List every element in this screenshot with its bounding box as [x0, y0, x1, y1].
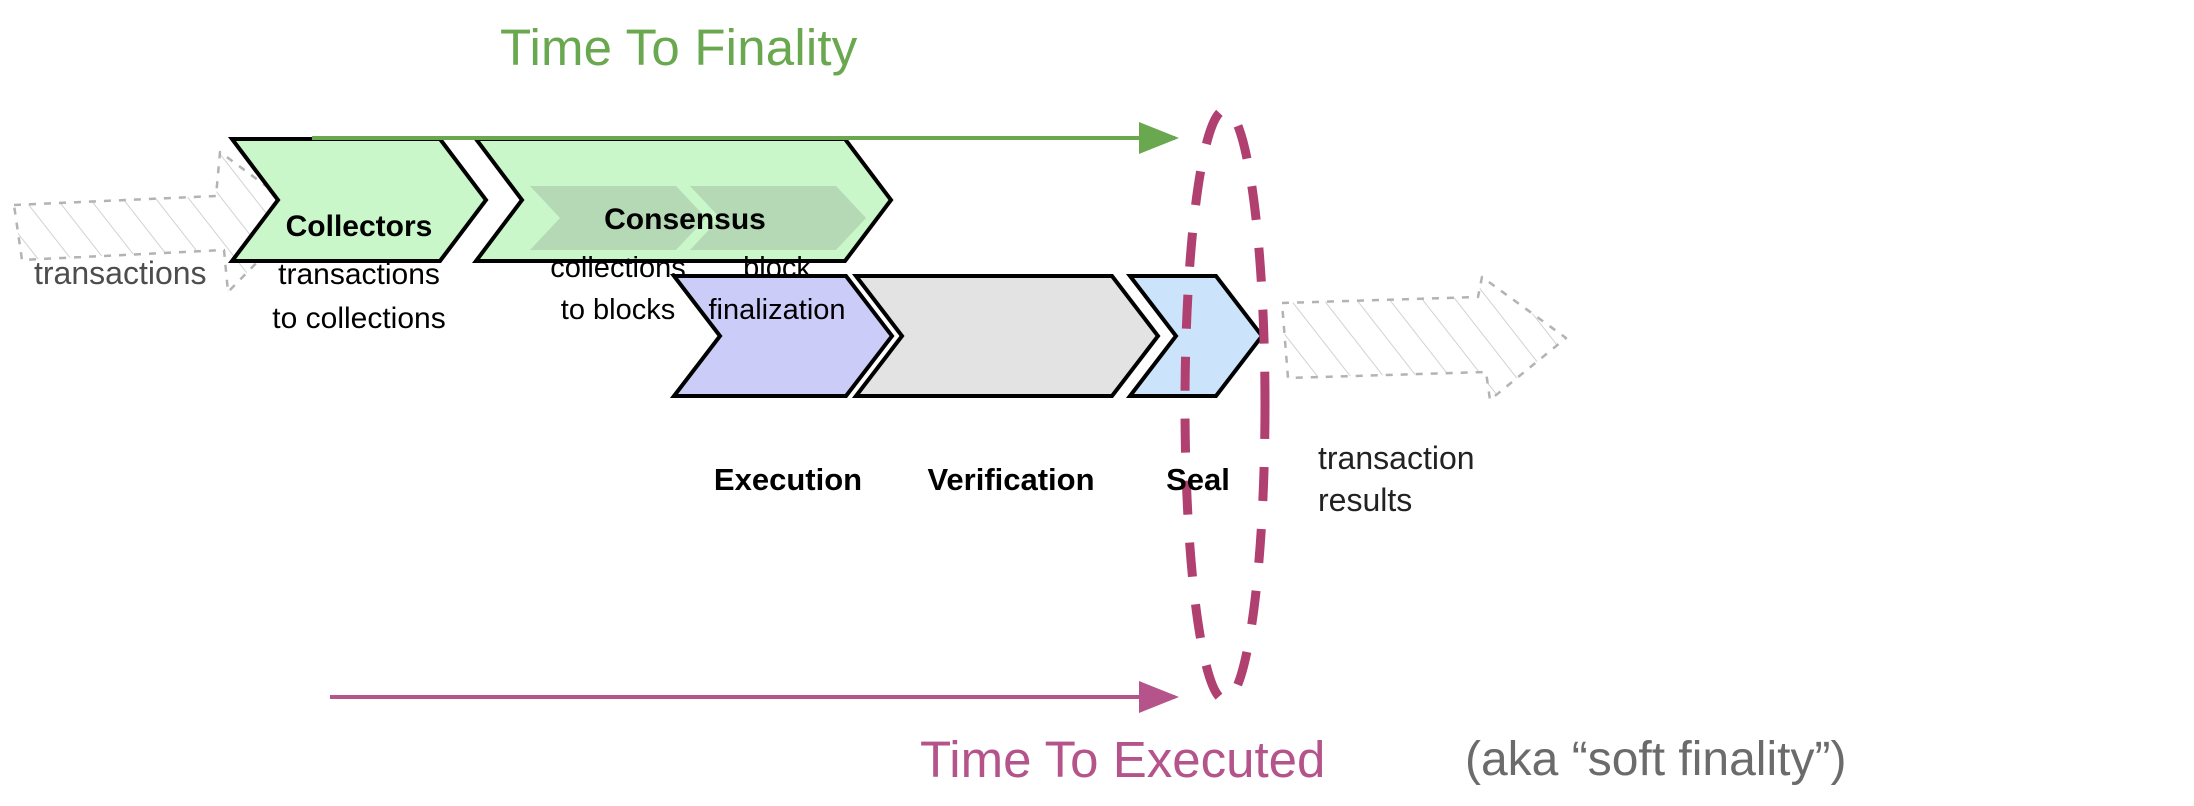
stage-consensus[interactable]	[471, 137, 894, 263]
stage-execution[interactable]	[669, 274, 895, 398]
stage-verification[interactable]	[851, 274, 1161, 398]
output-sketch-arrow	[1280, 275, 1568, 402]
finality-boundary-ellipse	[1180, 105, 1270, 705]
substage-collections-to-blocks[interactable]	[530, 186, 706, 250]
substage-block-finalization[interactable]	[690, 186, 866, 250]
stage-seal[interactable]	[1125, 274, 1265, 398]
